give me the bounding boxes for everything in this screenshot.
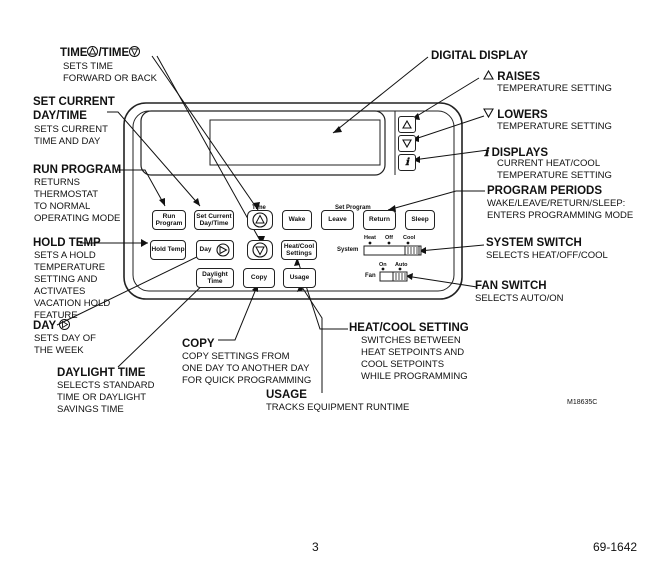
copy-button[interactable]: Copy [243, 268, 275, 288]
daylight-callout-title: DAYLIGHT TIME [57, 367, 146, 379]
leave-button[interactable]: Leave [321, 210, 354, 230]
fan-switch-callout-title: FAN SWITCH [475, 280, 547, 292]
raise-temp-button[interactable] [398, 116, 416, 133]
displays-callout-title: ℹ DISPLAYS [484, 147, 549, 159]
lowers-callout-title: LOWERS [483, 108, 548, 121]
info-icon: ℹ [405, 156, 409, 168]
info-display-button[interactable]: ℹ [398, 154, 416, 171]
fan-switch-knob [392, 271, 408, 282]
time-up-callout-icon [87, 46, 99, 57]
time-down-callout-icon [129, 46, 141, 57]
raises-callout-desc: TEMPERATURE SETTING [497, 83, 612, 94]
lower-temp-button[interactable] [398, 135, 416, 152]
fan-switch-label: Fan [365, 273, 376, 279]
time-group-label: Time [252, 205, 266, 211]
fan-on-label: On [379, 262, 387, 268]
system-switch-slot [363, 245, 422, 256]
set-program-group-label: Set Program [335, 205, 371, 211]
system-switch-callout-desc: SELECTS HEAT/OFF/COOL [486, 250, 608, 261]
return-button[interactable]: Return [363, 210, 396, 230]
run-program-callout-title: RUN PROGRAM [33, 164, 122, 176]
hold-temp-button[interactable]: Hold Temp [150, 240, 186, 260]
heat-cool-callout-title: HEAT/COOL SETTING [349, 322, 469, 334]
time-down-icon [252, 242, 268, 258]
system-cool-label: Cool [403, 235, 416, 241]
usage-callout-title: USAGE [266, 389, 307, 401]
time-back-button[interactable] [247, 240, 273, 260]
digital-display-callout-title: DIGITAL DISPLAY [431, 50, 528, 62]
system-switch-label: System [337, 247, 359, 253]
fan-auto-label: Auto [395, 262, 408, 268]
day-button[interactable]: Day [196, 240, 234, 260]
time-callout-title: TIME/TIME [60, 46, 141, 59]
raises-callout-title: RAISES [483, 69, 540, 83]
document-number: 69-1642 [593, 540, 638, 554]
system-off-label: Off [385, 235, 393, 241]
system-switch-callout-title: SYSTEM SWITCH [486, 237, 582, 249]
program-periods-callout-desc: WAKE/LEAVE/RETURN/SLEEP:ENTERS PROGRAMMI… [487, 198, 634, 221]
fan-switch-callout-desc: SELECTS AUTO/ON [475, 293, 564, 304]
info-callout-icon: ℹ [484, 147, 489, 159]
usage-callout-desc: TRACKS EQUIPMENT RUNTIME [266, 402, 410, 413]
figure-id: M18635C [567, 399, 598, 406]
copy-callout-title: COPY [182, 338, 215, 350]
program-periods-callout-title: PROGRAM PERIODS [487, 185, 603, 197]
day-forward-icon [216, 243, 231, 257]
day-callout-icon [59, 319, 71, 330]
system-heat-label: Heat [364, 235, 376, 241]
down-triangle-icon [483, 108, 494, 119]
day-callout-title: DAY [33, 319, 71, 332]
time-forward-button[interactable] [247, 210, 273, 230]
sleep-button[interactable]: Sleep [405, 210, 435, 230]
up-triangle-icon [483, 69, 494, 80]
usage-button[interactable]: Usage [283, 268, 316, 288]
page-number: 3 [312, 540, 319, 554]
hold-temp-callout-title: HOLD TEMP [33, 237, 101, 249]
time-up-icon [252, 212, 268, 228]
lowers-callout-desc: TEMPERATURE SETTING [497, 121, 612, 132]
lcd-screen [209, 119, 381, 166]
wake-button[interactable]: Wake [282, 210, 312, 230]
system-switch-knob [404, 245, 420, 256]
